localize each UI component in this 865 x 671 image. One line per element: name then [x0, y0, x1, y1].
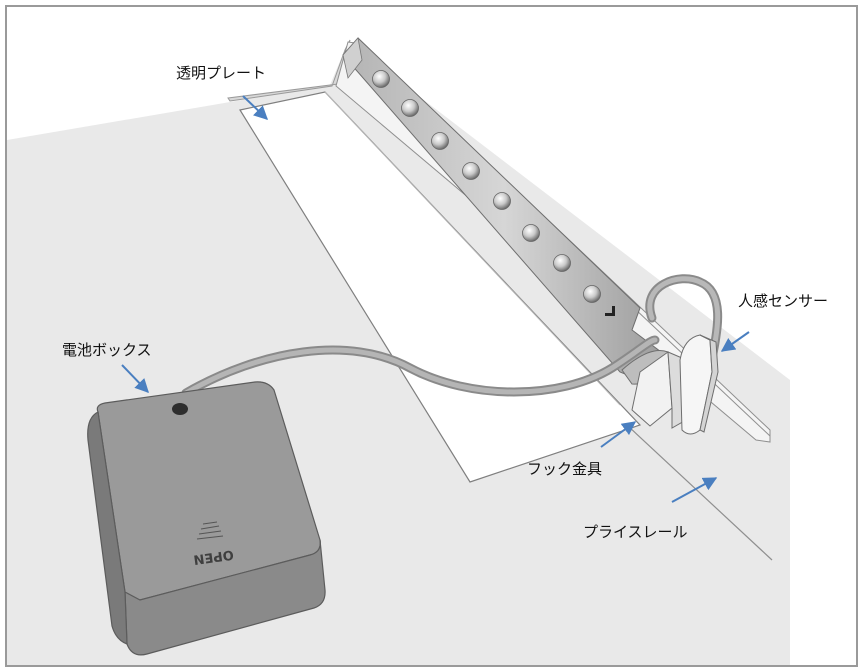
label-price-rail: プライスレール [583, 523, 688, 541]
battery-box-open-lines [196, 521, 224, 540]
label-transparent-plate: 透明プレート [176, 64, 267, 82]
led-4 [462, 162, 480, 180]
arrow-hook-bracket [600, 421, 637, 448]
led-5 [493, 192, 511, 210]
label-battery-box: 電池ボックス [62, 341, 152, 359]
cable-highlight [183, 337, 658, 396]
led-2 [401, 99, 419, 117]
battery-box-cable-hole [172, 403, 188, 415]
led-bar-switch [605, 306, 615, 316]
led-6 [522, 224, 540, 242]
led-bar-front-face [342, 37, 363, 79]
arrow-battery-box [121, 364, 149, 394]
sensor-cable-loop-highlight [647, 276, 721, 361]
battery-box-front [124, 539, 326, 656]
label-motion-sensor: 人感センサー [738, 292, 829, 310]
arrow-transparent-plate [242, 95, 269, 120]
led-lights [372, 70, 601, 303]
led-8 [583, 285, 601, 303]
hook-bracket [631, 351, 673, 427]
motion-sensor-side [699, 334, 719, 433]
label-hook-bracket: フック金具 [527, 460, 603, 478]
arrow-motion-sensor [720, 331, 750, 352]
battery-box: OPEN [87, 381, 326, 656]
led-7 [553, 254, 571, 272]
led-1 [372, 70, 390, 88]
transparent-plate-inner-edge [324, 91, 621, 406]
battery-box-left [87, 411, 128, 645]
led-3 [431, 132, 449, 150]
battery-box-open-text: OPEN [192, 546, 234, 566]
arrow-price-rail [671, 477, 718, 503]
